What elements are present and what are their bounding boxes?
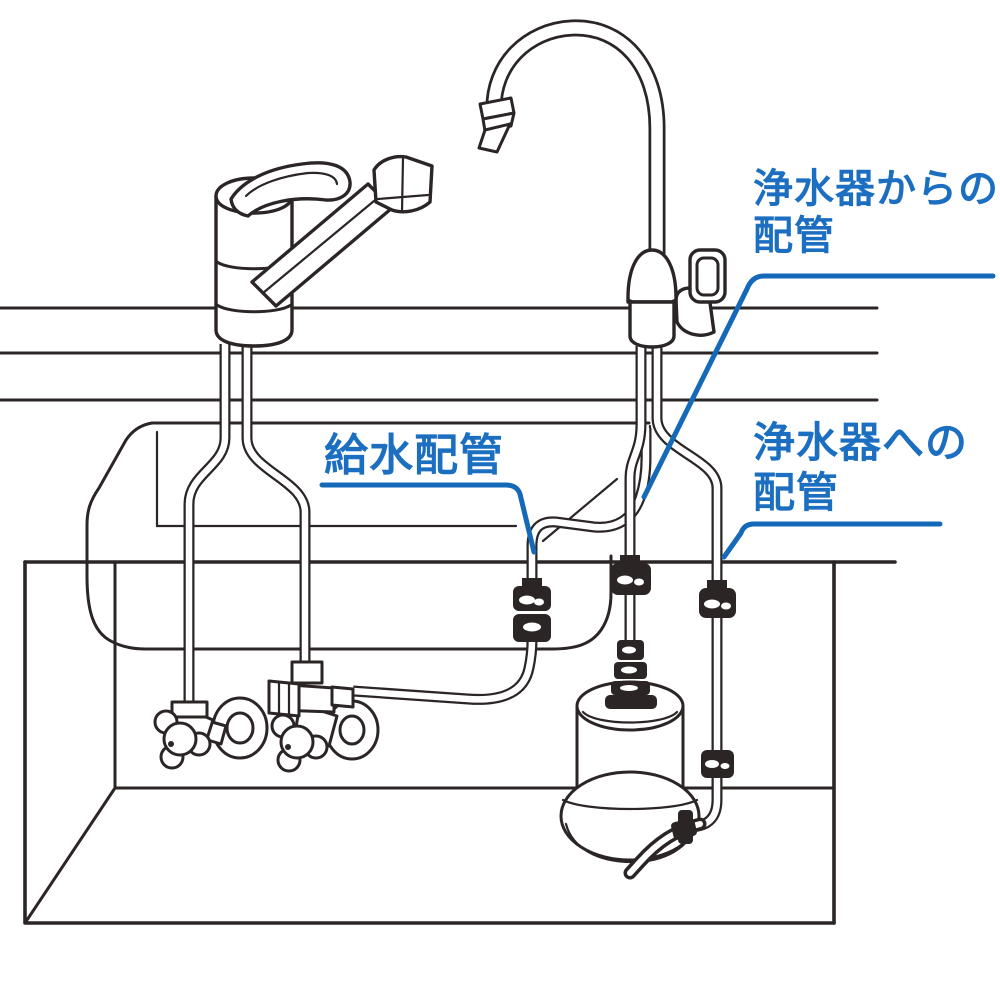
leader-lines xyxy=(319,273,996,560)
label-to-purifier-line2: 配管 xyxy=(753,468,840,516)
kitchen-faucet xyxy=(214,154,434,348)
filter-clamp-lever xyxy=(623,817,707,880)
supply-pipe xyxy=(352,428,652,705)
to-purifier-connector-upper xyxy=(699,580,736,618)
counter-lines xyxy=(0,306,879,402)
to-purifier-connector-lower xyxy=(701,750,734,778)
filter-faucet xyxy=(477,19,727,349)
left-valve-handle xyxy=(153,709,212,770)
leader-supply xyxy=(319,482,537,555)
pipes xyxy=(183,344,723,833)
filter-faucet-dome xyxy=(626,248,678,304)
from-purifier-connector xyxy=(611,555,651,595)
label-to-purifier: 浄水器への 配管 xyxy=(753,418,968,517)
right-branch-valve xyxy=(267,660,380,773)
pipe-to-purifier xyxy=(651,346,723,833)
label-supply-pipe-text: 給水配管 xyxy=(324,431,504,480)
sink-basin xyxy=(85,421,652,651)
filter-top-fitting xyxy=(605,640,657,709)
left-angle-valve xyxy=(153,696,269,770)
filter-faucet-nozzle xyxy=(477,96,516,154)
filter-faucet-base xyxy=(628,300,676,349)
label-to-purifier-line1: 浄水器への xyxy=(753,419,969,466)
right-valve-handle xyxy=(270,713,329,773)
label-supply-pipe: 給水配管 xyxy=(324,430,504,482)
supply-connector xyxy=(513,578,551,642)
label-from-purifier: 浄水器からの 配管 xyxy=(753,166,999,260)
leader-to-purifier xyxy=(721,521,943,560)
leader-from-purifier xyxy=(641,273,996,500)
label-from-purifier-line1: 浄水器からの xyxy=(753,167,999,211)
under-sink-cabinet xyxy=(23,560,897,925)
kitchen-faucet-lever xyxy=(229,161,352,218)
kitchen-faucet-pipes xyxy=(183,344,311,704)
pipe-from-purifier xyxy=(624,346,647,644)
label-from-purifier-line2: 配管 xyxy=(753,214,835,259)
